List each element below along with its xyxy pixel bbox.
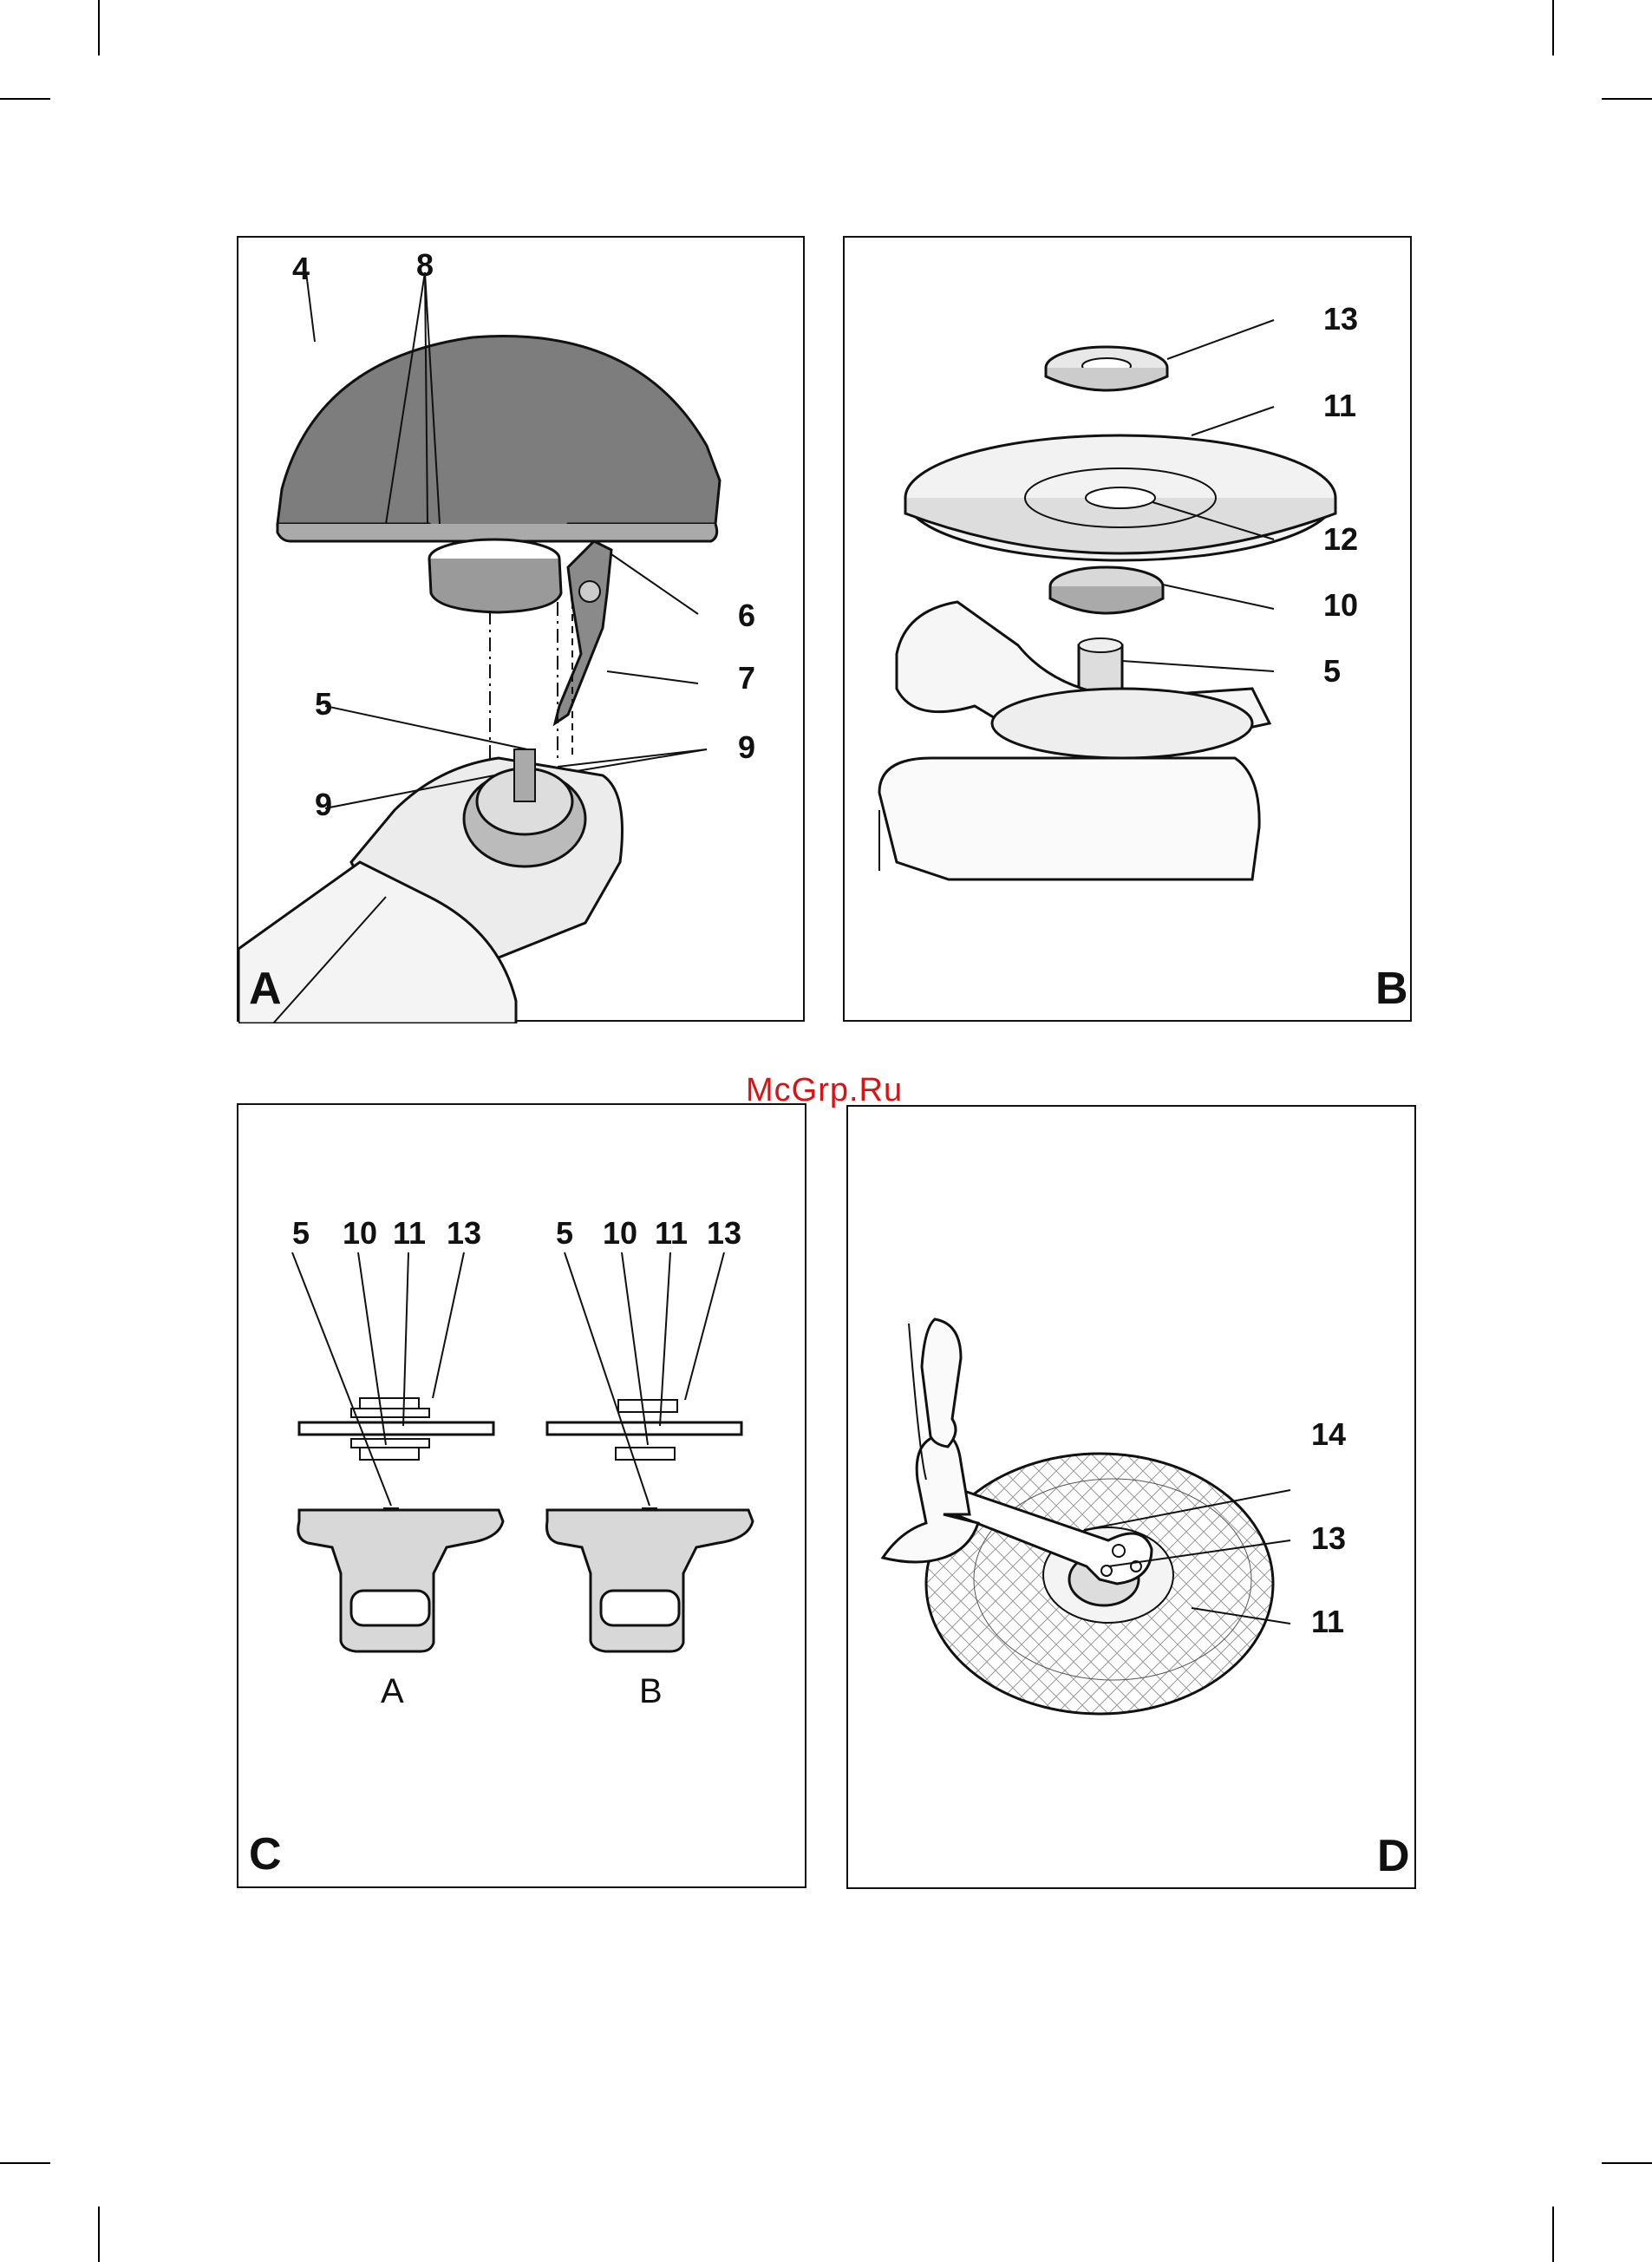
callout-7: 7 <box>738 663 755 694</box>
callout-11: 11 <box>1311 1606 1344 1638</box>
panel-letter-b: B <box>1375 966 1408 1011</box>
callout-13: 13 <box>1323 304 1358 335</box>
panel-b: 13 11 12 10 5 B <box>843 236 1412 1022</box>
crop-mark <box>1552 0 1554 56</box>
callout-11-b: 11 <box>655 1218 688 1249</box>
callout-10: 10 <box>1323 590 1358 621</box>
guard-assembly-illustration <box>238 238 806 1023</box>
callout-5-b: 5 <box>556 1218 573 1249</box>
callout-9-right: 9 <box>738 732 755 763</box>
panel-d: 14 13 11 D <box>846 1105 1416 1889</box>
callout-5: 5 <box>315 689 332 720</box>
callout-14: 14 <box>1311 1419 1346 1450</box>
callout-6: 6 <box>738 600 755 631</box>
crop-mark <box>0 2162 50 2164</box>
callout-13: 13 <box>1311 1523 1346 1554</box>
variant-a-drawing <box>292 1252 503 1651</box>
callout-13-b: 13 <box>707 1218 741 1249</box>
variant-b-drawing <box>547 1252 754 1651</box>
callout-11: 11 <box>1323 390 1356 422</box>
crop-mark <box>0 98 50 100</box>
callout-4: 4 <box>292 253 310 284</box>
variant-label-a: A <box>381 1674 404 1709</box>
panel-letter-c: C <box>249 1832 282 1877</box>
callout-12: 12 <box>1323 524 1358 555</box>
crop-mark <box>1602 2162 1652 2164</box>
callout-8: 8 <box>416 250 434 281</box>
callout-13-a: 13 <box>447 1218 481 1249</box>
crop-mark <box>1552 2206 1554 2262</box>
panel-letter-d: D <box>1377 1834 1410 1879</box>
callout-5: 5 <box>1323 656 1341 687</box>
wrench-tightening-illustration <box>848 1107 1418 1891</box>
crop-mark <box>98 2206 100 2262</box>
panel-c: 5 10 11 13 5 10 11 13 A B C <box>237 1103 806 1888</box>
wheel-mounting-illustration <box>845 238 1414 1023</box>
crop-mark <box>1602 98 1652 100</box>
callout-9-left: 9 <box>315 789 332 820</box>
callout-11-a: 11 <box>393 1218 426 1249</box>
variant-label-b: B <box>639 1674 663 1709</box>
callout-10-b: 10 <box>603 1218 637 1249</box>
callout-10-a: 10 <box>343 1218 377 1249</box>
callout-5-a: 5 <box>292 1218 310 1249</box>
panel-a: 4 8 6 7 5 9 9 A <box>237 236 805 1022</box>
panel-letter-a: A <box>249 966 282 1011</box>
crop-mark <box>98 0 100 56</box>
